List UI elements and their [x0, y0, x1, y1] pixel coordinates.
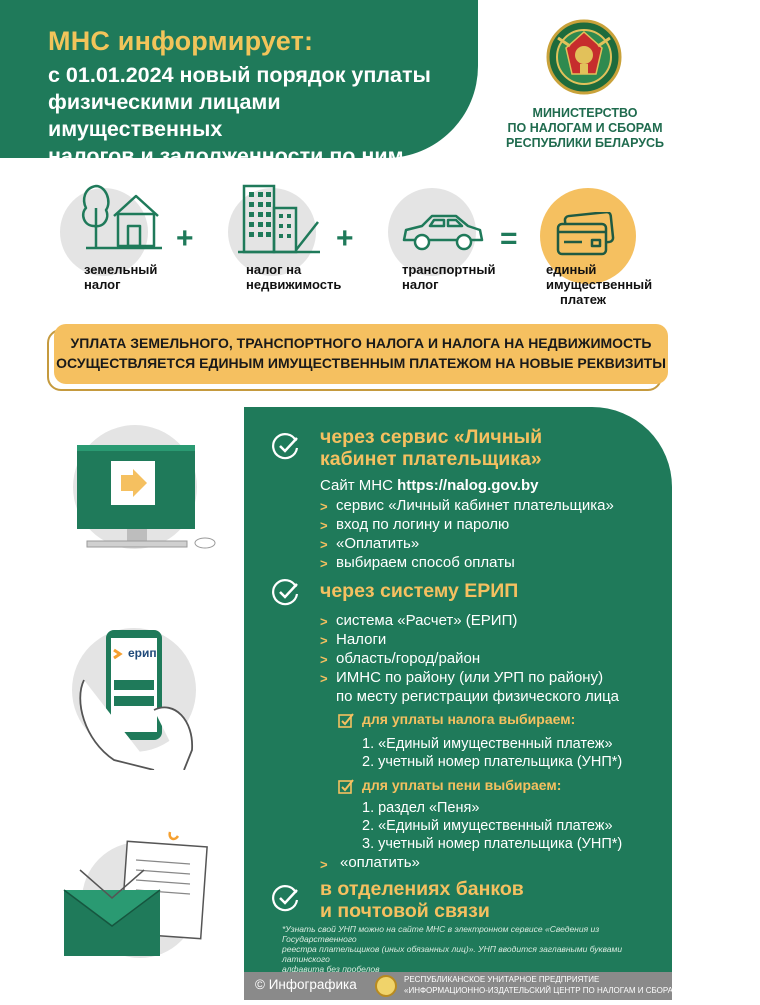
checkbox-checked-icon [338, 713, 354, 728]
tax-choice-item: 1. «Единый имущественный платеж» [362, 736, 613, 752]
site-prefix: Сайт МНС [320, 477, 398, 494]
label-line: налог [84, 277, 121, 292]
check-circle-icon [272, 885, 299, 912]
check-circle-icon [272, 433, 299, 460]
title-line: через сервис «Личный [320, 426, 543, 448]
envelope-documents-icon [63, 831, 208, 958]
publisher-line: «ИНФОРМАЦИОННО-ИЗДАТЕЛЬСКИЙ ЦЕНТР ПО НАЛ… [404, 986, 685, 995]
check-circle-icon [272, 579, 299, 606]
erip-pay-step: «оплатить» [340, 854, 420, 871]
fine-choice-item: 1. раздел «Пеня» [362, 800, 480, 816]
land-tax-circle [60, 188, 148, 276]
erip-step: система «Расчет» (ЕРИП) [336, 612, 518, 629]
label-line: имущественный [546, 277, 653, 292]
title-line: в отделениях банков [320, 878, 524, 900]
label-line: единый [546, 262, 597, 277]
checkbox-checked-icon [338, 779, 354, 794]
banner-line: ОСУЩЕСТВЛЯЕТСЯ ЕДИНЫМ ИМУЩЕСТВЕННЫМ ПЛАТ… [56, 355, 666, 371]
erip-step: Налоги [336, 631, 387, 648]
plus-sign: + [176, 222, 194, 255]
cabinet-step: вход по логину и паролю [336, 516, 510, 533]
chevron-right-icon: > [320, 671, 328, 686]
mns-site-line: Сайт МНС https://nalog.gov.by [320, 476, 538, 495]
car-icon [402, 214, 484, 251]
tax-choice-item: 2. учетный номер плательщика (УНП*) [362, 754, 623, 770]
label-line: налог на [246, 262, 302, 277]
footer-bar [244, 972, 672, 1000]
chevron-right-icon: > [320, 652, 328, 667]
erip-step: ИМНС по району (или УРП по району) [336, 669, 604, 686]
transport-tax-circle [388, 188, 476, 276]
banner-text: УПЛАТА ЗЕМЕЛЬНОГО, ТРАНСПОРТНОГО НАЛОГА … [54, 333, 668, 373]
ministry-line: МИНИСТЕРСТВО [532, 106, 638, 120]
building-icon [238, 184, 320, 254]
smartphone-hand-icon [72, 628, 196, 770]
erip-step: область/город/район [336, 650, 481, 667]
chevron-right-icon: > [320, 499, 328, 514]
chevron-right-icon: > [320, 518, 328, 533]
chevron-right-icon: > [320, 614, 328, 629]
plus-sign: + [336, 222, 354, 255]
subtitle-line: с 01.01.2024 новый порядок уплаты [48, 63, 431, 87]
cabinet-step: сервис «Личный кабинет плательщика» [336, 497, 614, 514]
fine-choice-title: для уплаты пени выбираем: [362, 777, 562, 793]
label-line: платеж [560, 292, 606, 307]
page-title: МНС информирует: [48, 26, 314, 56]
transport-tax-label: транспортный налог [402, 262, 496, 292]
cabinet-section-title: через сервис «Личный кабинет плательщика… [320, 426, 542, 470]
equals-sign: = [500, 222, 518, 255]
label-line: транспортный [402, 262, 496, 277]
bank-card-icon [556, 212, 615, 256]
tax-choice-title: для уплаты налога выбираем: [362, 711, 576, 727]
fine-choice-item: 3. учетный номер плательщика (УНП*) [362, 836, 623, 852]
payment-methods-panel [244, 407, 672, 972]
cabinet-step: «Оплатить» [336, 535, 420, 552]
house-tree-icon [82, 184, 162, 250]
title-line: и почтовой связи [320, 900, 490, 922]
label-line: земельный [84, 262, 158, 277]
title-line: кабинет плательщика» [320, 448, 542, 470]
header-panel [0, 0, 478, 158]
chevron-right-icon: > [320, 857, 328, 872]
land-tax-label: земельный налог [84, 262, 157, 292]
label-line: налог [402, 277, 439, 292]
footnote-line: реестра плательщиков (иных обязанных лиц… [282, 944, 623, 964]
label-line: недвижимость [246, 277, 342, 292]
footnote-line: алфавита без пробелов [282, 964, 380, 974]
erip-section-title: через систему ЕРИП [320, 580, 519, 602]
realty-tax-circle [228, 188, 316, 276]
banks-section-title: в отделениях банков и почтовой связи [320, 878, 524, 922]
cabinet-step: выбираем способ оплаты [336, 554, 515, 571]
banner-fill [54, 324, 668, 384]
page-subtitle: с 01.01.2024 новый порядок уплаты физиче… [48, 62, 448, 170]
ministry-line: ПО НАЛОГАМ И СБОРАМ [507, 121, 663, 135]
ministry-line: РЕСПУБЛИКИ БЕЛАРУСЬ [505, 136, 665, 150]
footnote-line: *Узнать свой УНП можно на сайте МНС в эл… [282, 924, 600, 944]
banner-line: УПЛАТА ЗЕМЕЛЬНОГО, ТРАНСПОРТНОГО НАЛОГА … [70, 335, 652, 351]
chevron-right-icon: > [320, 633, 328, 648]
realty-tax-label: налог на недвижимость [246, 262, 341, 292]
publisher-name: РЕСПУБЛИКАНСКОЕ УНИТАРНОЕ ПРЕДПРИЯТИЕ «И… [404, 974, 684, 996]
publisher-logo-icon [375, 975, 397, 997]
footer-brand: © Инфографика [255, 977, 357, 992]
computer-icon [73, 425, 216, 549]
erip-step-continued: по месту регистрации физического лица [336, 688, 620, 705]
subtitle-line: физическими лицами имущественных [48, 90, 281, 141]
chevron-right-icon: > [320, 556, 328, 571]
ministry-name: МИНИСТЕРСТВО ПО НАЛОГАМ И СБОРАМ РЕСПУБЛ… [505, 106, 665, 151]
publisher-line: РЕСПУБЛИКАНСКОЕ УНИТАРНОЕ ПРЕДПРИЯТИЕ [404, 975, 600, 984]
erip-app-label: ерип [128, 646, 157, 660]
fine-choice-item: 2. «Единый имущественный платеж» [362, 818, 613, 834]
site-url-link[interactable]: https://nalog.gov.by [397, 477, 539, 494]
chevron-right-icon: > [320, 537, 328, 552]
ministry-emblem-icon [546, 19, 622, 95]
single-payment-label: единый имущественный платеж [546, 262, 652, 307]
footnote: *Узнать свой УНП можно на сайте МНС в эл… [282, 924, 662, 974]
subtitle-line: налогов и задолженности по ним [48, 144, 404, 168]
